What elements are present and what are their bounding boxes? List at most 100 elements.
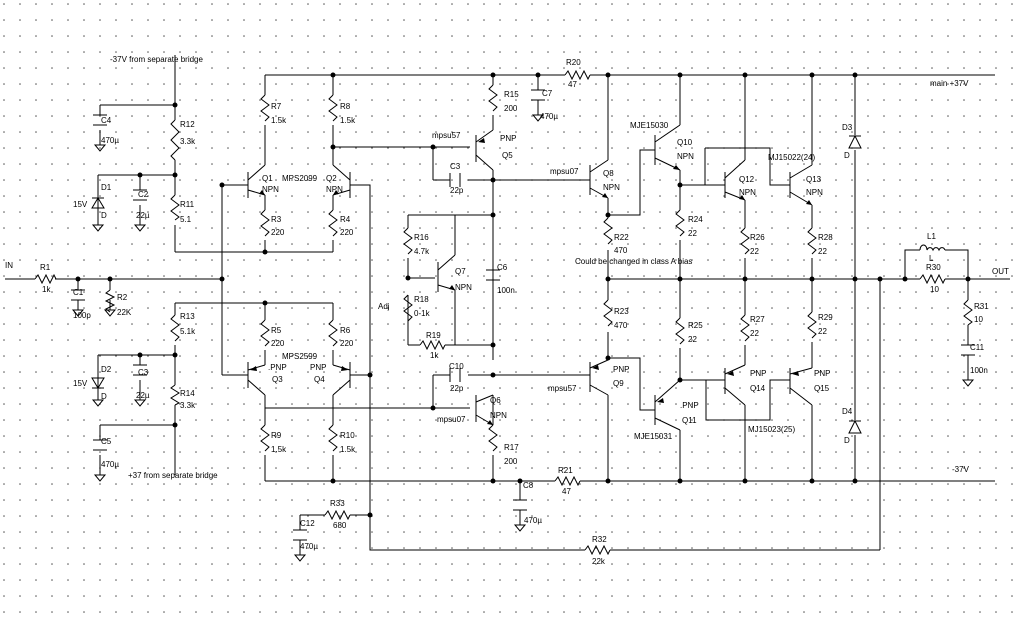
r25-resistor bbox=[675, 317, 685, 345]
net-out-label: OUT bbox=[992, 267, 1009, 276]
q9-transistor bbox=[589, 359, 609, 396]
r27-resistor bbox=[740, 314, 750, 342]
c3-capacitor bbox=[449, 173, 461, 187]
q5-type: PNP bbox=[500, 134, 516, 143]
c3-ref: C3 bbox=[450, 162, 461, 171]
r4-ref: R4 bbox=[340, 215, 351, 224]
d3-value: D bbox=[844, 151, 850, 160]
q6-type: NPN bbox=[490, 411, 507, 420]
d1-voltage: 15V bbox=[73, 200, 88, 209]
r20-value: 47 bbox=[568, 80, 577, 89]
c6-value: 100n bbox=[497, 286, 515, 295]
r6-value: 220 bbox=[340, 339, 354, 348]
r18-resistor bbox=[403, 294, 413, 322]
r11-value: 5.1 bbox=[180, 215, 192, 224]
r9-value: 1.5k bbox=[271, 445, 287, 454]
c10-ref: C10 bbox=[449, 362, 464, 371]
q2-type: NPN bbox=[326, 185, 343, 194]
r24-ref: R24 bbox=[688, 215, 703, 224]
q11-ref: Q11 bbox=[682, 416, 697, 425]
r32-resistor bbox=[584, 544, 611, 556]
d2-ref: D2 bbox=[101, 365, 112, 374]
r24-resistor bbox=[675, 209, 685, 237]
q10-transistor bbox=[654, 124, 681, 171]
q15-transistor bbox=[789, 367, 813, 406]
mj15022-label: MJ15022(24) bbox=[768, 153, 815, 162]
q9-model: mpsu57 bbox=[548, 384, 577, 393]
r30-ref: R30 bbox=[926, 263, 941, 272]
c7-capacitor bbox=[531, 89, 545, 101]
wires bbox=[5, 55, 1010, 555]
r16-value: 4.7k bbox=[414, 247, 430, 256]
q15-type: PNP bbox=[814, 369, 830, 378]
neg-bridge-label: -37V from separate bridge bbox=[110, 55, 203, 64]
q15-ref: Q15 bbox=[814, 384, 830, 393]
r28-ref: R28 bbox=[818, 233, 833, 242]
r12-resistor bbox=[170, 119, 180, 161]
r16-resistor bbox=[403, 227, 413, 255]
r17-value: 200 bbox=[504, 457, 518, 466]
d3-diode bbox=[848, 134, 862, 149]
resistors bbox=[34, 69, 973, 556]
c7-value: 470µ bbox=[540, 112, 558, 121]
c2-value: 22µ bbox=[136, 211, 150, 220]
q3-ref: Q3 bbox=[272, 375, 283, 384]
r23-resistor bbox=[603, 299, 613, 327]
q4-ref: Q4 bbox=[314, 375, 325, 384]
r10-ref: R10 bbox=[340, 431, 355, 440]
q13-ref: Q13 bbox=[806, 175, 822, 184]
q13-transistor bbox=[789, 164, 813, 206]
q3-transistor bbox=[247, 362, 266, 396]
q10-model: MJE15030 bbox=[630, 121, 669, 130]
q7-ref: Q7 bbox=[455, 267, 466, 276]
c10-capacitor bbox=[449, 368, 461, 382]
r22-value: 470 bbox=[614, 246, 628, 255]
r20-resistor bbox=[564, 69, 591, 81]
r3-value: 220 bbox=[271, 228, 285, 237]
r15-ref: R15 bbox=[504, 90, 519, 99]
r27-ref: R27 bbox=[750, 315, 765, 324]
q6-model: mpsu07 bbox=[437, 415, 466, 424]
c1-capacitor bbox=[71, 289, 85, 301]
c10-value: 22p bbox=[450, 384, 464, 393]
l1-ref: L1 bbox=[927, 232, 936, 241]
r5-resistor bbox=[260, 319, 270, 347]
c11-value: 100n bbox=[970, 366, 988, 375]
r17-resistor bbox=[488, 424, 498, 452]
r21-ref: R21 bbox=[558, 466, 573, 475]
q14-type: PNP bbox=[750, 369, 766, 378]
d4-ref: D4 bbox=[842, 407, 853, 416]
r3-resistor bbox=[260, 209, 270, 237]
q8-model: mpsu07 bbox=[550, 167, 579, 176]
r19-value: 1k bbox=[430, 351, 439, 360]
r21-value: 47 bbox=[562, 487, 571, 496]
c3-value: 22p bbox=[450, 186, 464, 195]
r28-value: 22 bbox=[818, 247, 827, 256]
q8-type: NPN bbox=[603, 183, 620, 192]
l1-inductor bbox=[919, 244, 946, 252]
r13-ref: R13 bbox=[180, 312, 195, 321]
q7-transistor bbox=[437, 254, 456, 292]
r27-value: 22 bbox=[750, 329, 759, 338]
main-pos-label: main +37V bbox=[930, 79, 969, 88]
r1-ref: R1 bbox=[40, 263, 51, 272]
r8-ref: R8 bbox=[340, 102, 351, 111]
q9-ref: Q9 bbox=[613, 379, 624, 388]
c4-capacitor bbox=[93, 114, 107, 126]
c3b-ref: C3 bbox=[138, 368, 149, 377]
c6-capacitor bbox=[486, 262, 500, 292]
r9-ref: R9 bbox=[271, 431, 282, 440]
mps2099-label: MPS2099 bbox=[282, 174, 318, 183]
c2-ref: C2 bbox=[138, 190, 149, 199]
q14-ref: Q14 bbox=[750, 384, 766, 393]
r5-value: 220 bbox=[271, 339, 285, 348]
adj-note: Adj bbox=[378, 302, 390, 311]
r14-resistor bbox=[170, 384, 181, 406]
q1-ref: Q1 bbox=[262, 174, 273, 183]
q11-type: .PNP bbox=[680, 401, 699, 410]
r8-value: 1.5k bbox=[340, 116, 356, 125]
transistors bbox=[247, 124, 813, 431]
r33-value: 680 bbox=[333, 521, 347, 530]
q9-type: PNP bbox=[613, 365, 629, 374]
